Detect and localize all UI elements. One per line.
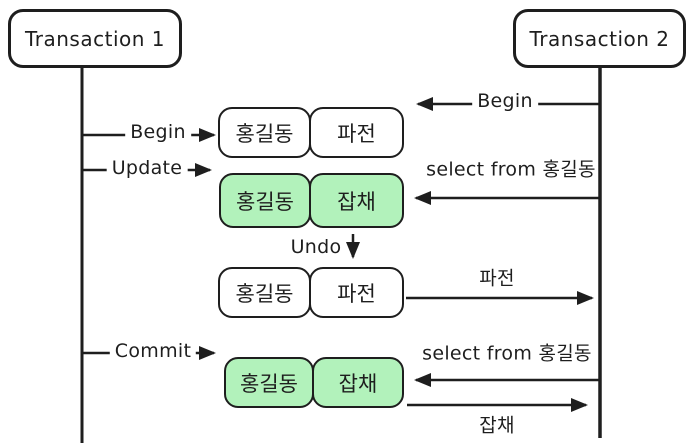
undo-label: Undo [290, 236, 342, 258]
t1-update-label: Update [106, 157, 188, 179]
t2-begin-label: Begin [472, 90, 538, 112]
t1-commit-label: Commit [109, 340, 197, 362]
record1-value-box: 파전 [309, 107, 404, 158]
transaction1-box: Transaction 1 [8, 9, 182, 68]
record4-value-box: 잡채 [312, 357, 404, 408]
record3-name-box: 홍길동 [218, 267, 311, 318]
select2-label: select from 홍길동 [422, 342, 592, 365]
transaction2-box: Transaction 2 [513, 9, 686, 68]
japchae-result-label: 잡채 [479, 414, 515, 437]
pajeon-result-label: 파전 [479, 267, 515, 290]
t1-begin-label: Begin [125, 121, 191, 143]
record2-value-box: 잡채 [309, 173, 404, 228]
record1-name-box: 홍길동 [218, 107, 311, 158]
select1-label: select from 홍길동 [426, 158, 596, 181]
record4-value: 잡채 [338, 371, 378, 396]
record2-name-box: 홍길동 [219, 173, 311, 228]
record4-name: 홍길동 [240, 371, 298, 396]
record2-name: 홍길동 [236, 189, 294, 214]
record3-value: 파전 [337, 281, 376, 306]
transaction2-label: Transaction 2 [529, 26, 670, 51]
transaction1-label: Transaction 1 [25, 26, 165, 51]
record2-value: 잡채 [337, 189, 376, 214]
record1-value: 파전 [337, 121, 376, 146]
record1-name: 홍길동 [235, 121, 294, 146]
record3-value-box: 파전 [309, 267, 404, 318]
record4-name-box: 홍길동 [224, 357, 314, 408]
record3-name: 홍길동 [235, 281, 294, 306]
